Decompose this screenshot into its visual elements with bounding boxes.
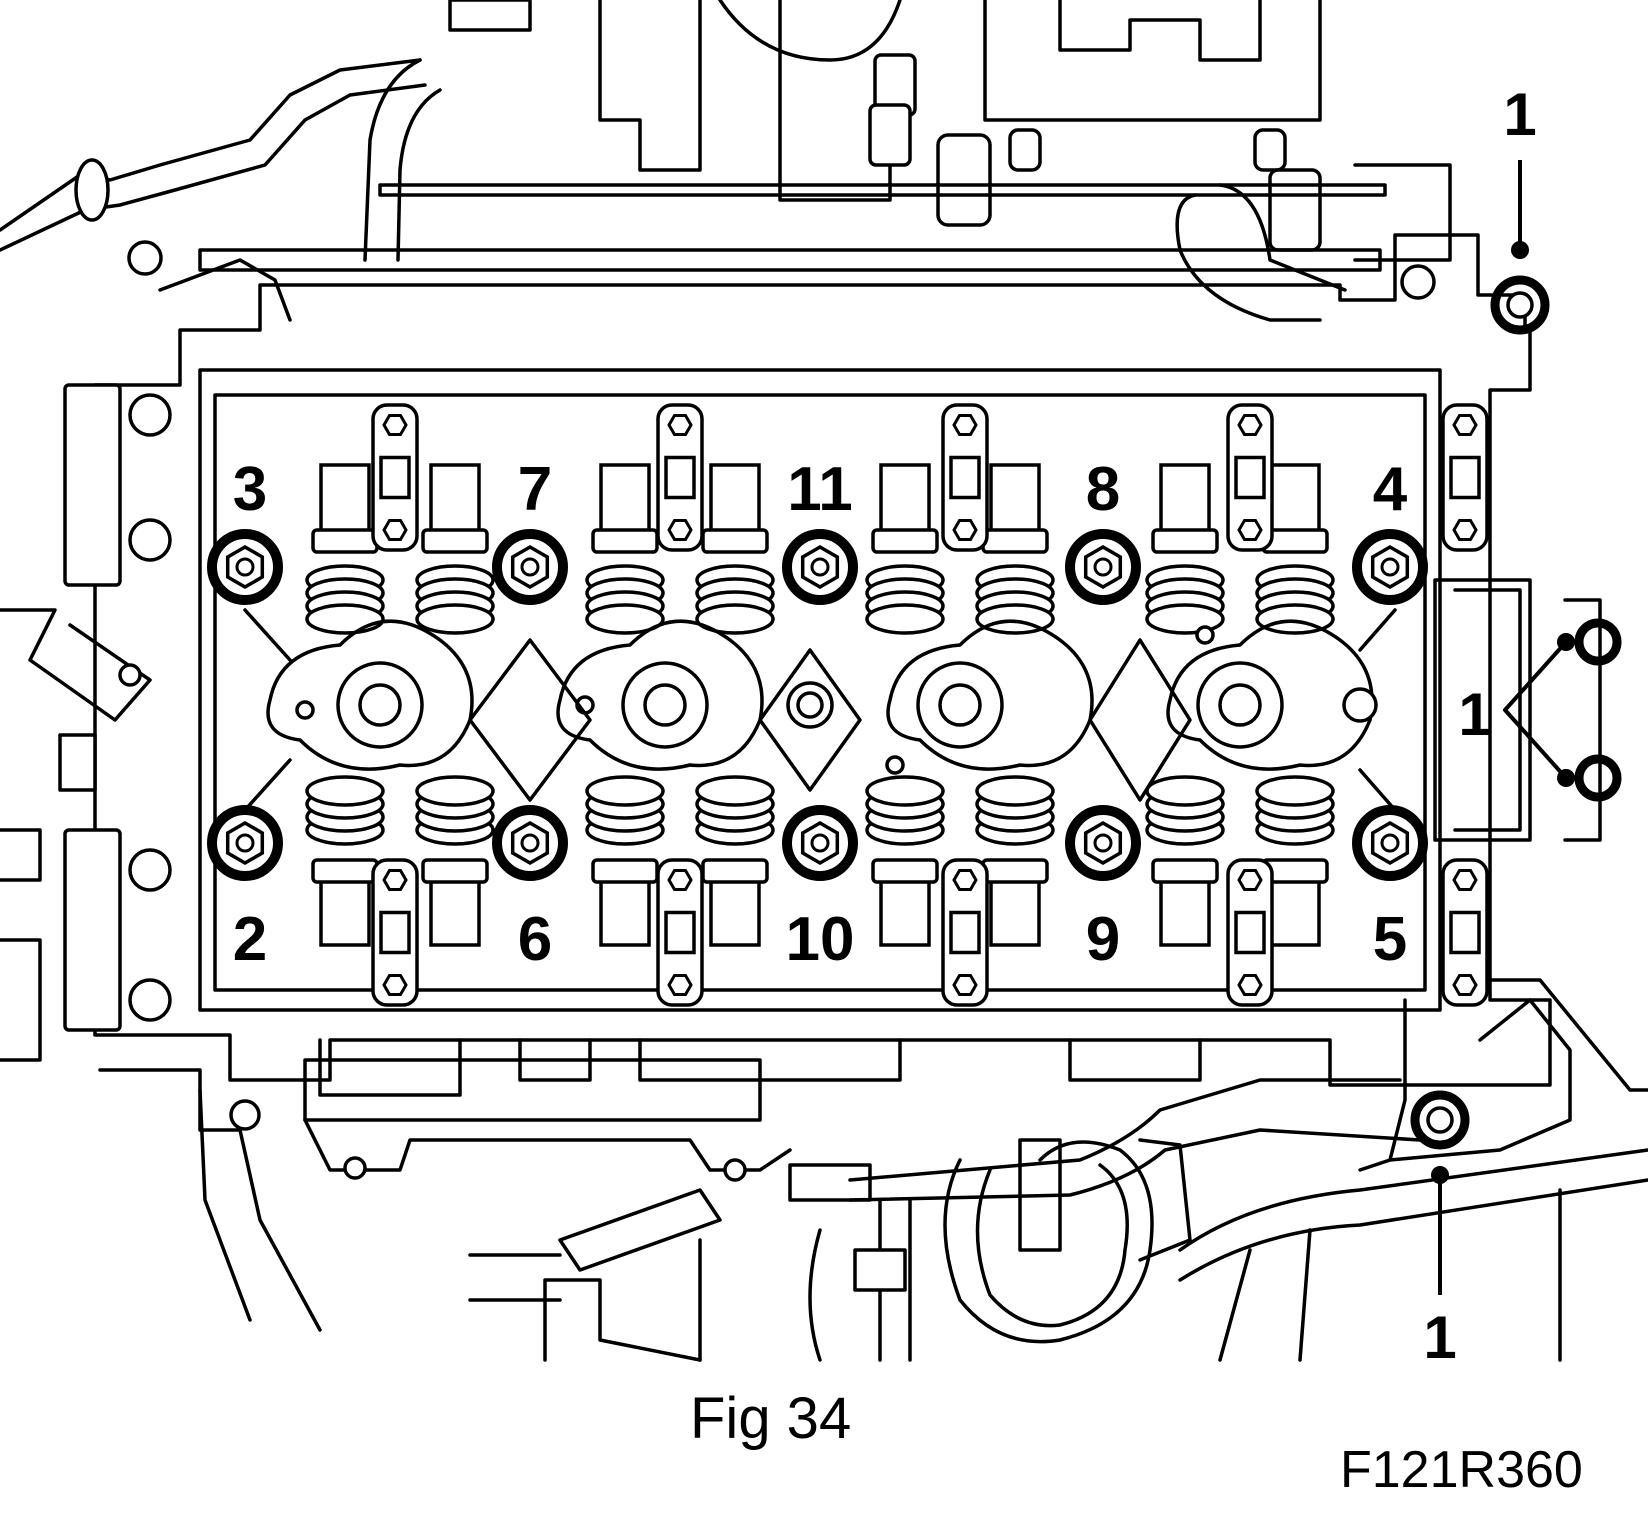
bolt-label-2: 2: [233, 905, 267, 974]
upper-valve-spring-5: [865, 463, 945, 635]
bearing-cap-upper-3: [941, 403, 989, 552]
head-bolt-6: [492, 805, 568, 881]
bearing-cap-upper-4: [1226, 403, 1274, 552]
lower-valve-spring-4: [695, 775, 775, 947]
head-bolt-2: [207, 805, 283, 881]
figure-code: F121R360: [1340, 1441, 1583, 1499]
bearing-cap-lower-2: [656, 858, 704, 1007]
lower-valve-spring-2: [415, 775, 495, 947]
bolt-label-10: 10: [786, 905, 855, 974]
callout-label-bottom-right: 1: [1423, 1304, 1456, 1371]
bolt-label-7: 7: [518, 455, 552, 524]
bolt-label-3: 3: [233, 455, 267, 524]
callout-bolts: [1410, 160, 1550, 1295]
spark-plug-wells: [243, 608, 1397, 812]
left-block-parts: [0, 383, 322, 1332]
bearing-cap-lower-4: [1226, 858, 1274, 1007]
bearing-cap-upper-5: [1441, 403, 1489, 552]
lower-valve-spring-5: [865, 775, 945, 947]
callout-label-right-middle: 1: [1458, 681, 1491, 748]
upper-components: [0, 0, 1452, 322]
lower-valve-spring-1: [305, 775, 385, 947]
bolt-label-11: 11: [787, 455, 853, 524]
lower-valve-spring-3: [585, 775, 665, 947]
upper-valve-spring-3: [585, 463, 665, 635]
upper-valve-spring-6: [975, 463, 1055, 635]
bolt-label-6: 6: [518, 905, 552, 974]
bearing-cap-lower-1: [371, 858, 419, 1007]
lower-valve-spring-6: [975, 775, 1055, 947]
lower-valve-spring-8: [1255, 775, 1335, 947]
head-bolt-8: [1065, 529, 1141, 605]
head-bolt-10: [782, 805, 858, 881]
cylinder-head-frame: [93, 233, 1648, 1172]
bearing-cap-upper-2: [656, 403, 704, 552]
head-bolt-3: [207, 529, 283, 605]
lower-valve-spring-7: [1145, 775, 1225, 947]
callout-label-top-right: 1: [1503, 81, 1536, 148]
bolt-label-4: 4: [1373, 455, 1408, 524]
upper-valve-spring-7: [1145, 463, 1225, 635]
upper-valve-spring-4: [695, 463, 775, 635]
head-bolt-5: [1352, 805, 1428, 881]
bearing-cap-upper-1: [371, 403, 419, 552]
lower-components: [303, 1038, 1648, 1362]
head-bolt-7: [492, 529, 568, 605]
bearing-cap-lower-3: [941, 858, 989, 1007]
bearing-cap-lower-5: [1441, 858, 1489, 1007]
head-bolt-9: [1065, 805, 1141, 881]
upper-valve-spring-2: [415, 463, 495, 635]
figure-caption: Fig 34: [690, 1386, 852, 1451]
valve-springs-lower: [305, 775, 1335, 947]
bolt-label-8: 8: [1086, 455, 1120, 524]
upper-valve-spring-1: [305, 463, 385, 635]
right-side-parts: [1433, 578, 1622, 842]
callout-labels: 1 1 1: [1423, 81, 1536, 1371]
bearing-cap-bolts: [371, 403, 1489, 1007]
head-bolts: [207, 529, 1428, 881]
head-bolt-11: [782, 529, 858, 605]
head-bolt-4: [1352, 529, 1428, 605]
bolt-label-5: 5: [1373, 905, 1407, 974]
bolt-label-9: 9: [1086, 905, 1120, 974]
bolt-labels: 3 7 11 8 4 2 6 10 9 5: [233, 455, 1408, 974]
